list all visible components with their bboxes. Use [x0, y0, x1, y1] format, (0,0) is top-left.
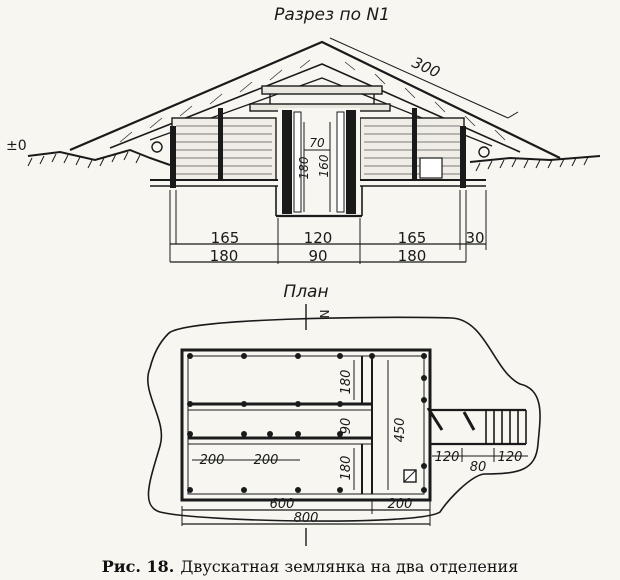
dim-door-width: 70 [309, 136, 325, 150]
dim-row1-0: 165 [211, 229, 240, 247]
ground-level-label: ±0 [6, 138, 27, 154]
dim-entrance-0: 120 [435, 450, 460, 465]
dim-left-height: 180 [297, 156, 311, 179]
dim-total-width: 450 [393, 418, 408, 443]
dim-aisle: 90 [339, 418, 354, 435]
dim-room-bottom: 180 [339, 456, 354, 481]
dim-bench-1: 200 [254, 453, 279, 468]
dim-row1-3: 30 [465, 229, 484, 247]
plan-title: План [283, 282, 328, 302]
dim-roof: 300 [409, 53, 442, 81]
entrance-passage [426, 407, 528, 462]
dim-length-200: 200 [388, 497, 413, 512]
plan-posts [187, 353, 427, 493]
dim-row2-2: 180 [398, 247, 427, 265]
excavation-outline [147, 316, 541, 522]
dim-roof-line [329, 37, 519, 119]
dim-length-600: 600 [270, 497, 295, 512]
dim-bench-0: 200 [200, 453, 225, 468]
dim-row2-1: 90 [308, 247, 327, 265]
plan-drawing: План N [147, 282, 541, 546]
caption-prefix: Рис. 18. [102, 557, 175, 576]
section-left-chamber [150, 108, 280, 188]
dim-right-height: 160 [317, 154, 331, 177]
section-right-chamber [356, 108, 490, 188]
section-dimension-lines [169, 190, 487, 264]
section-title: Разрез по N1 [274, 5, 390, 25]
dim-room-top: 180 [339, 370, 354, 395]
dim-entrance-2: 120 [498, 450, 523, 465]
dim-row1-2: 165 [398, 229, 427, 247]
caption-text: Двускатная землянка на два отделения [180, 557, 518, 576]
stove-icon [403, 469, 417, 483]
axis-mark: N [317, 310, 331, 319]
dim-row2-0: 180 [210, 247, 239, 265]
section-aisle [275, 108, 363, 218]
dim-entrance-1: 80 [470, 460, 487, 475]
dim-length-800: 800 [294, 511, 319, 526]
figure-caption: Рис. 18. Двускатная землянка на два отдел… [102, 557, 519, 576]
ground-line [27, 148, 601, 172]
dim-row1-1: 120 [304, 229, 333, 247]
plan-length-dimension-lines [181, 500, 431, 526]
section-drawing: Разрез по N1 ±0 [6, 5, 601, 265]
